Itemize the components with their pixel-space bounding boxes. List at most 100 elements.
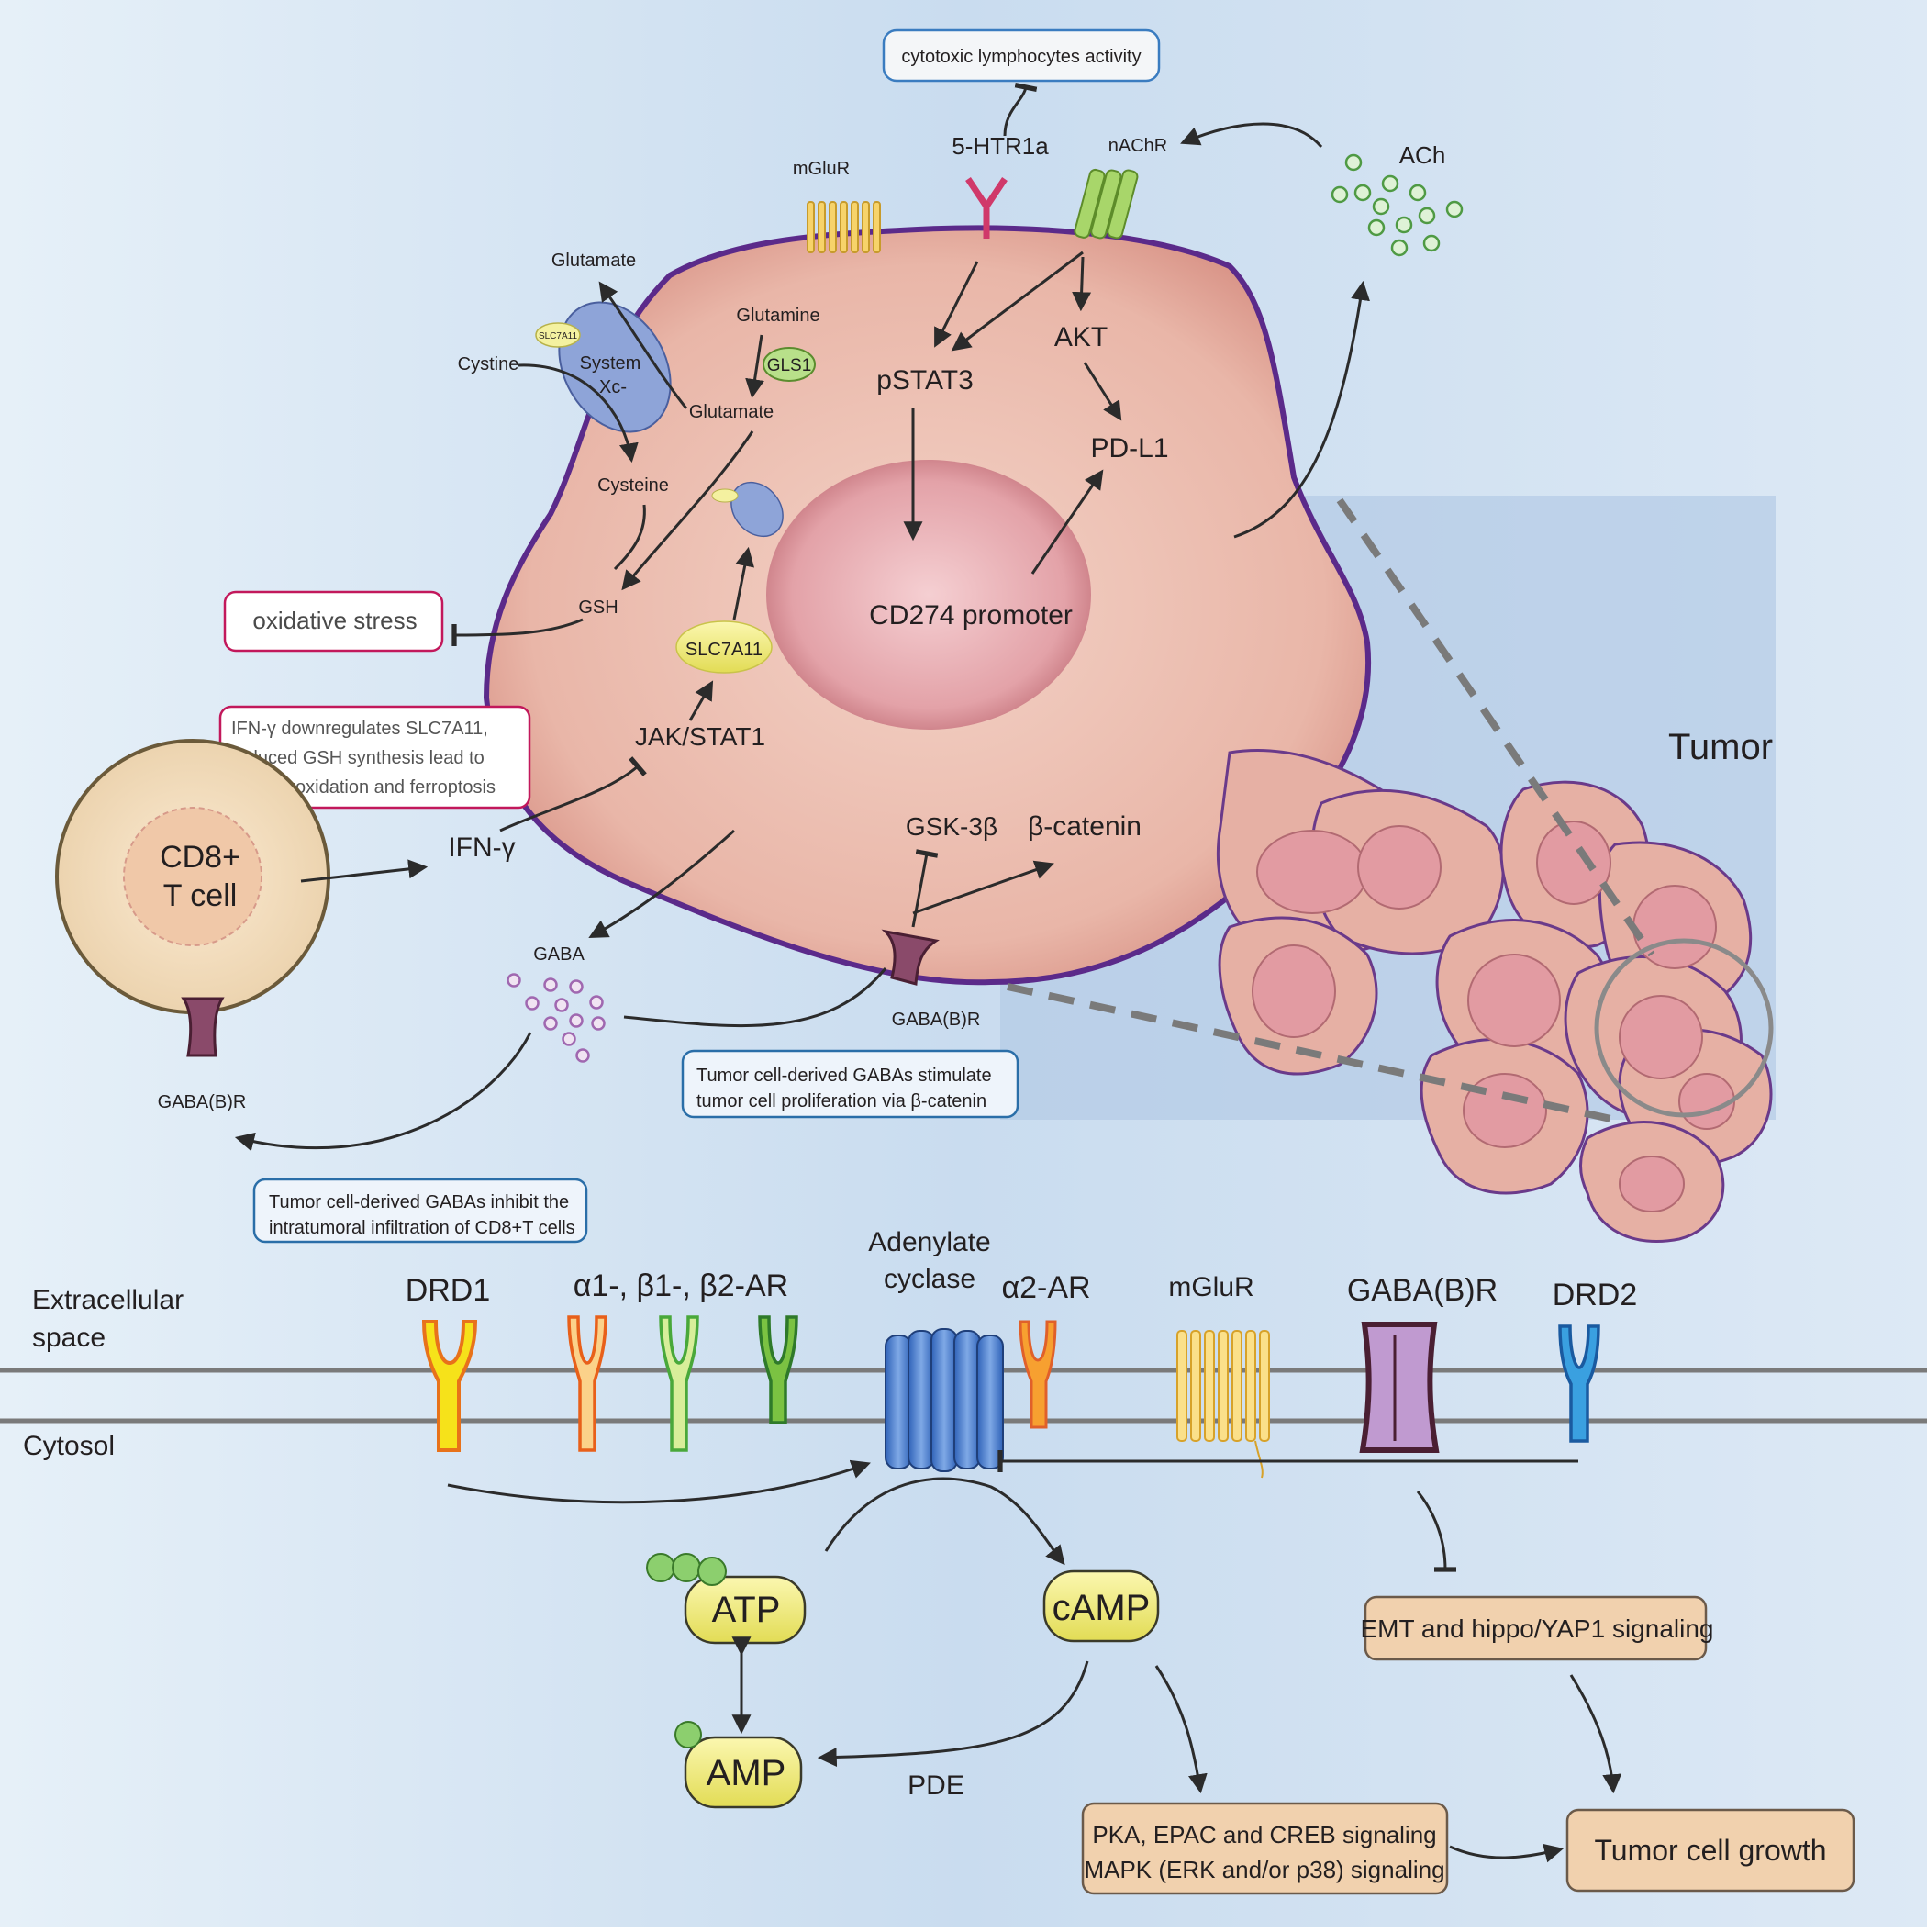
cd8-label-1: CD8+ [160,840,240,875]
nachr-label: nAChR [1108,136,1167,156]
htr1a-to-pstat3-arrow [934,261,979,348]
pka-label-1: PKA, EPAC and CREB signaling [1092,1821,1436,1848]
nachr-to-akt-arrow [1072,256,1092,312]
system-xc-label-2: Xc- [599,377,627,397]
drd1-receptor-icon [421,1320,478,1452]
oxidative-stress-box [223,590,444,653]
ar-label: α1-, β1-, β2-AR [574,1268,788,1303]
jakstat1-label: JAK/STAT1 [635,722,765,751]
gabab-to-bcatenin-arrow [912,860,1054,915]
gaba-to-gabab-line [623,967,887,1028]
amp-molecule [684,1736,803,1809]
slc7a11-label: SLC7A11 [685,640,763,660]
htr1a-label: 5-HTR1a [952,132,1049,160]
gsh-inhibits-oxidative-stress [451,618,584,647]
slc7a11-small-tag [535,322,581,348]
cd8-label-2: T cell [163,878,238,913]
slc7a11-small-label: SLC7A11 [539,331,578,341]
drd2-receptor-icon [1558,1324,1600,1443]
glutamine-to-glutamate-arrow [745,334,764,399]
gaba-prolif-line-1: Tumor cell-derived GABAs stimulate [696,1066,992,1086]
drd1-activates-ac-arrow [447,1459,871,1504]
emt-box [1364,1595,1708,1661]
gaba-inhib-line-1: Tumor cell-derived GABAs inhibit the [269,1192,569,1212]
cystine-label: Cystine [458,354,519,374]
emt-label: EMT and hippo/YAP1 signaling [1361,1614,1714,1643]
tumor-label: Tumor [1668,727,1773,767]
oxidative-stress-label: oxidative stress [252,607,417,634]
nucleus [766,460,1091,730]
ach-vesicles [1331,153,1464,257]
ifng-inhibits-jakstat1 [499,756,647,832]
cd274-label: CD274 promoter [869,600,1073,631]
nachr-to-pstat3-arrow [951,251,1084,352]
drd2-label: DRD2 [1553,1278,1638,1312]
gsh-label: GSH [578,597,618,618]
slc7a11-tiny-tag [711,488,739,503]
gabab-receptor-tumor-icon [881,929,940,986]
system-xc-transporter [558,301,672,433]
pka-label-2: MAPK (ERK and/or p38) signaling [1084,1856,1444,1883]
akt-to-pdl1-arrow [1083,362,1122,421]
system-xc-label-1: System [580,353,641,374]
glutamate-export-arrow [598,281,688,409]
cell-releases-gaba-arrow [588,829,736,939]
gabab-inhibits-emt [1416,1491,1457,1572]
zoom-line-top [1336,497,1655,957]
mglur-top-label: mGluR [793,159,850,179]
mglur-receptor-icon [807,201,881,253]
gaba-inhib-line-2: intratumoral infiltration of CD8+T cells [269,1218,575,1238]
camp-label: cAMP [1053,1588,1151,1628]
gaba-to-tcell-arrow [234,1032,532,1152]
beta1-ar-receptor-icon [659,1315,699,1452]
ifn-note-line-2: reduced GSH synthesis lead to [231,748,485,768]
alpha1-ar-receptor-icon [567,1315,607,1452]
nachr-receptor-icon [1074,168,1139,240]
mglur-bottom-label: mGluR [1168,1272,1253,1302]
growth-box [1565,1808,1855,1893]
cytosol-label: Cytosol [23,1431,115,1461]
gabab-tumor-label: GABA(B)R [892,1010,981,1030]
zoom-line-bottom [1007,983,1616,1123]
gaba-inhibition-box [252,1178,588,1244]
gabab-receptor-tcell-icon [181,997,225,1057]
gaba-proliferation-box [681,1049,1019,1119]
gabab-bottom-label: GABA(B)R [1347,1273,1498,1308]
atp-to-camp-arrow [824,1477,1065,1566]
glutamate-in-label: Glutamate [689,402,774,422]
mglur-tail [1254,1440,1264,1479]
ac-label-1: Adenylate [868,1227,990,1257]
atp-phosphates [646,1553,727,1586]
emt-to-growth-arrow [1569,1674,1622,1794]
cytotoxic-label: cytotoxic lymphocytes activity [901,47,1141,67]
cd274-to-pdl1-arrow [1030,469,1104,575]
gaba-vesicles [507,973,606,1063]
glutamate-to-gsh-arrow [621,430,754,591]
atp-label: ATP [712,1590,781,1630]
growth-label: Tumor cell growth [1594,1834,1826,1867]
ac-label-2: cyclase [884,1264,975,1294]
t-cell-nucleus [123,807,262,946]
gaba-label: GABA [533,944,585,965]
tcell-to-ifng-arrow [300,859,429,883]
amp-phosphate [674,1721,702,1748]
camp-to-pka-arrow [1154,1665,1208,1794]
pde-label: PDE [908,1770,964,1801]
alpha2-ar-receptor-icon [1019,1320,1057,1429]
cysteine-label: Cysteine [597,475,669,496]
tcell-gabab-label: GABA(B)R [158,1092,247,1112]
camp-to-amp-arrow [817,1660,1089,1768]
mglur-bottom-receptor-icon [1176,1330,1270,1442]
ach-to-nachr-arrow [1180,122,1323,148]
beta2-ar-receptor-icon [758,1315,798,1424]
glutamate-out-label: Glutamate [551,251,636,271]
cystine-import-arrow [518,363,639,463]
slc7a11-pill [675,620,773,674]
cysteine-to-gsh-line [613,504,646,571]
slc7a11-to-systemxc-arrow [732,546,755,620]
pka-box [1081,1802,1449,1895]
pka-to-growth-arrow [1449,1843,1565,1863]
adenylate-cyclase-icon [885,1328,1004,1472]
